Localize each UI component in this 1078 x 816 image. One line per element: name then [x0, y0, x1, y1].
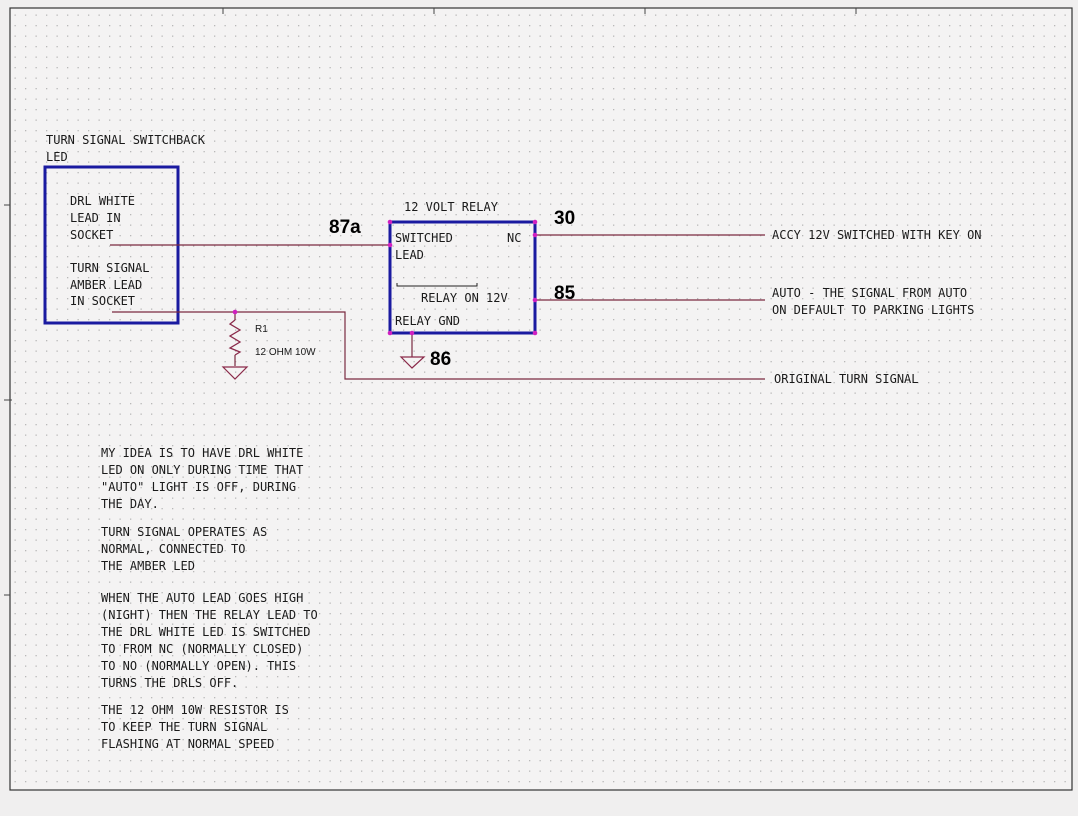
amber-label-line3: IN SOCKET	[70, 294, 135, 308]
amber-label-line2: AMBER LEAD	[70, 278, 142, 292]
ground-symbols	[221, 356, 426, 380]
drl-label-line2: LEAD IN	[70, 211, 121, 225]
note3-line6: TURNS THE DRLS OFF.	[101, 676, 238, 690]
grid-dots	[10, 8, 1072, 790]
note2-line1: TURN SIGNAL OPERATES AS	[101, 525, 267, 539]
auto-label-line1: AUTO - THE SIGNAL FROM AUTO	[772, 286, 967, 300]
wires	[110, 234, 765, 380]
note3-line2: (NIGHT) THEN THE RELAY LEAD TO	[101, 608, 318, 622]
note1-line4: THE DAY.	[101, 497, 159, 511]
original-turn-signal-label: ORIGINAL TURN SIGNAL	[774, 372, 919, 386]
resistor-ref: R1	[255, 324, 268, 335]
relay-gnd-label: RELAY GND	[395, 314, 460, 328]
note1-line3: "AUTO" LIGHT IS OFF, DURING	[101, 480, 296, 494]
note2-line3: THE AMBER LED	[101, 559, 195, 573]
note1-line1: MY IDEA IS TO HAVE DRL WHITE	[101, 446, 303, 460]
note4-line3: FLASHING AT NORMAL SPEED	[101, 737, 274, 751]
relay-switched-line2: LEAD	[395, 248, 424, 262]
notes-block: MY IDEA IS TO HAVE DRL WHITE LED ON ONLY…	[101, 446, 318, 751]
relay-switched-line1: SWITCHED	[395, 231, 453, 245]
pin-86-label: 86	[430, 349, 451, 370]
connection-nodes	[232, 219, 538, 336]
frame-ticks	[4, 8, 857, 596]
led-title-line1: TURN SIGNAL SWITCHBACK	[46, 133, 206, 147]
resistor-ground-icon	[221, 366, 249, 380]
wire-original-turn-signal	[112, 311, 765, 380]
resistor-symbol	[228, 319, 242, 356]
resistor-value: 12 OHM 10W	[255, 347, 316, 358]
relay-title: 12 VOLT RELAY	[404, 200, 499, 214]
sheet-frame	[9, 7, 1073, 791]
note3-line1: WHEN THE AUTO LEAD GOES HIGH	[101, 591, 303, 605]
note4-line1: THE 12 OHM 10W RESISTOR IS	[101, 703, 289, 717]
note3-line4: TO FROM NC (NORMALLY CLOSED)	[101, 642, 303, 656]
auto-label-line2: ON DEFAULT TO PARKING LIGHTS	[772, 303, 974, 317]
note1-line2: LED ON ONLY DURING TIME THAT	[101, 463, 303, 477]
pin-30-label: 30	[554, 208, 575, 229]
relay-nc-label: NC	[507, 231, 521, 245]
note4-line2: TO KEEP THE TURN SIGNAL	[101, 720, 267, 734]
amber-label-line1: TURN SIGNAL	[70, 261, 149, 275]
accy-label: ACCY 12V SWITCHED WITH KEY ON	[772, 228, 982, 242]
pin-87a-label: 87a	[329, 217, 361, 238]
note2-line2: NORMAL, CONNECTED TO	[101, 542, 246, 556]
relay-contact-symbol	[396, 283, 478, 287]
relay-box	[388, 220, 537, 335]
relay-ground-icon	[399, 356, 426, 369]
drl-label-line1: DRL WHITE	[70, 194, 135, 208]
relay-on-label: RELAY ON 12V	[421, 291, 508, 305]
pin-85-label: 85	[554, 283, 576, 304]
note3-line5: TO NO (NORMALLY OPEN). THIS	[101, 659, 296, 673]
drl-label-line3: SOCKET	[70, 228, 113, 242]
led-title-line2: LED	[46, 150, 68, 164]
note3-line3: THE DRL WHITE LED IS SWITCHED	[101, 625, 311, 639]
